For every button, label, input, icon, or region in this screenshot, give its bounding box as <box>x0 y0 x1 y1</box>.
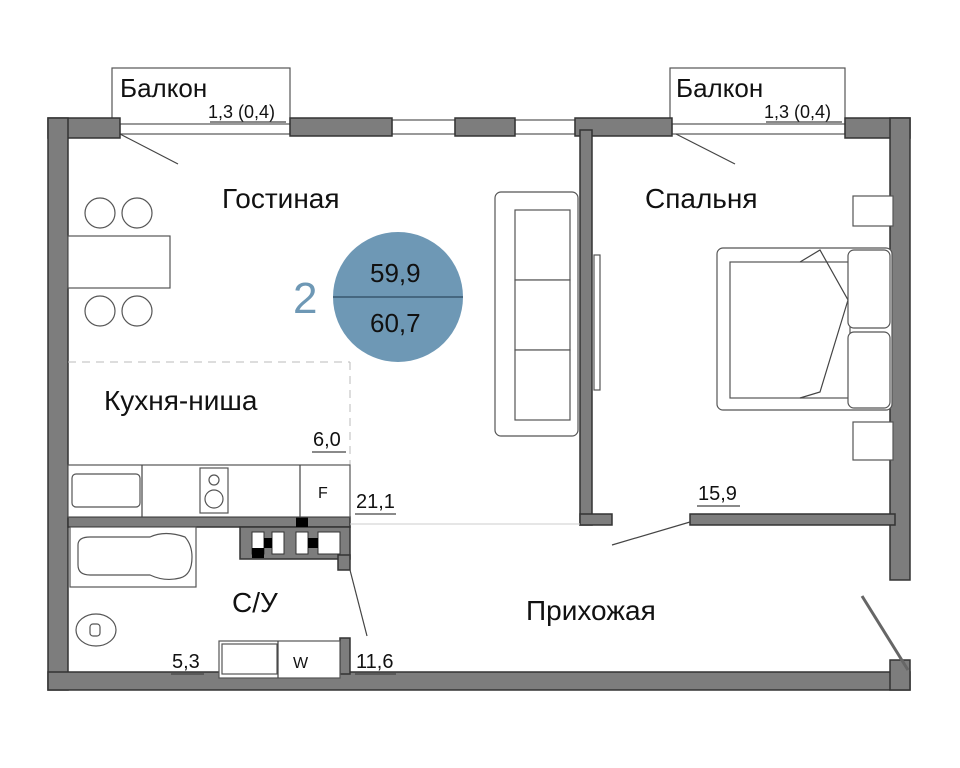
fridge-label: F <box>318 485 328 502</box>
toilet <box>75 613 117 647</box>
rooms-count: 2 <box>293 274 317 323</box>
kitchen-label: Кухня-ниша <box>104 385 258 416</box>
doors <box>349 254 910 671</box>
balcony-right-area: 1,3 (0,4) <box>764 102 831 122</box>
kitchen-area: 6,0 <box>313 429 341 451</box>
living-area-total: 59,9 <box>370 258 421 288</box>
washing-area: W <box>218 640 341 679</box>
kitchen-counter: F <box>67 464 351 518</box>
balcony-left-area: 1,3 (0,4) <box>208 102 275 122</box>
kitchen-zone <box>68 361 580 525</box>
bathroom-area: 5,3 <box>172 651 200 673</box>
area-badge: 59,9 60,7 2 <box>293 232 463 362</box>
sofa <box>494 191 579 437</box>
dining-table <box>67 197 171 327</box>
washer-label: W <box>293 655 309 672</box>
bathtub <box>69 526 197 588</box>
total-area: 60,7 <box>370 308 421 338</box>
balcony-right: Балкон 1,3 (0,4) <box>669 67 846 127</box>
balcony-left-label: Балкон <box>120 73 207 103</box>
walls <box>47 117 911 691</box>
bedroom-label: Спальня <box>645 183 758 214</box>
balcony-right-label: Балкон <box>676 73 763 103</box>
bathroom-label: С/У <box>232 587 278 618</box>
bed <box>716 195 894 461</box>
balcony-left: Балкон 1,3 (0,4) <box>111 67 291 127</box>
hallway-area: 11,6 <box>356 651 393 673</box>
bedroom-area: 15,9 <box>698 483 737 505</box>
living-area: 21,1 <box>356 491 395 513</box>
living-room-label: Гостиная <box>222 183 340 214</box>
hallway-label: Прихожая <box>526 595 656 626</box>
